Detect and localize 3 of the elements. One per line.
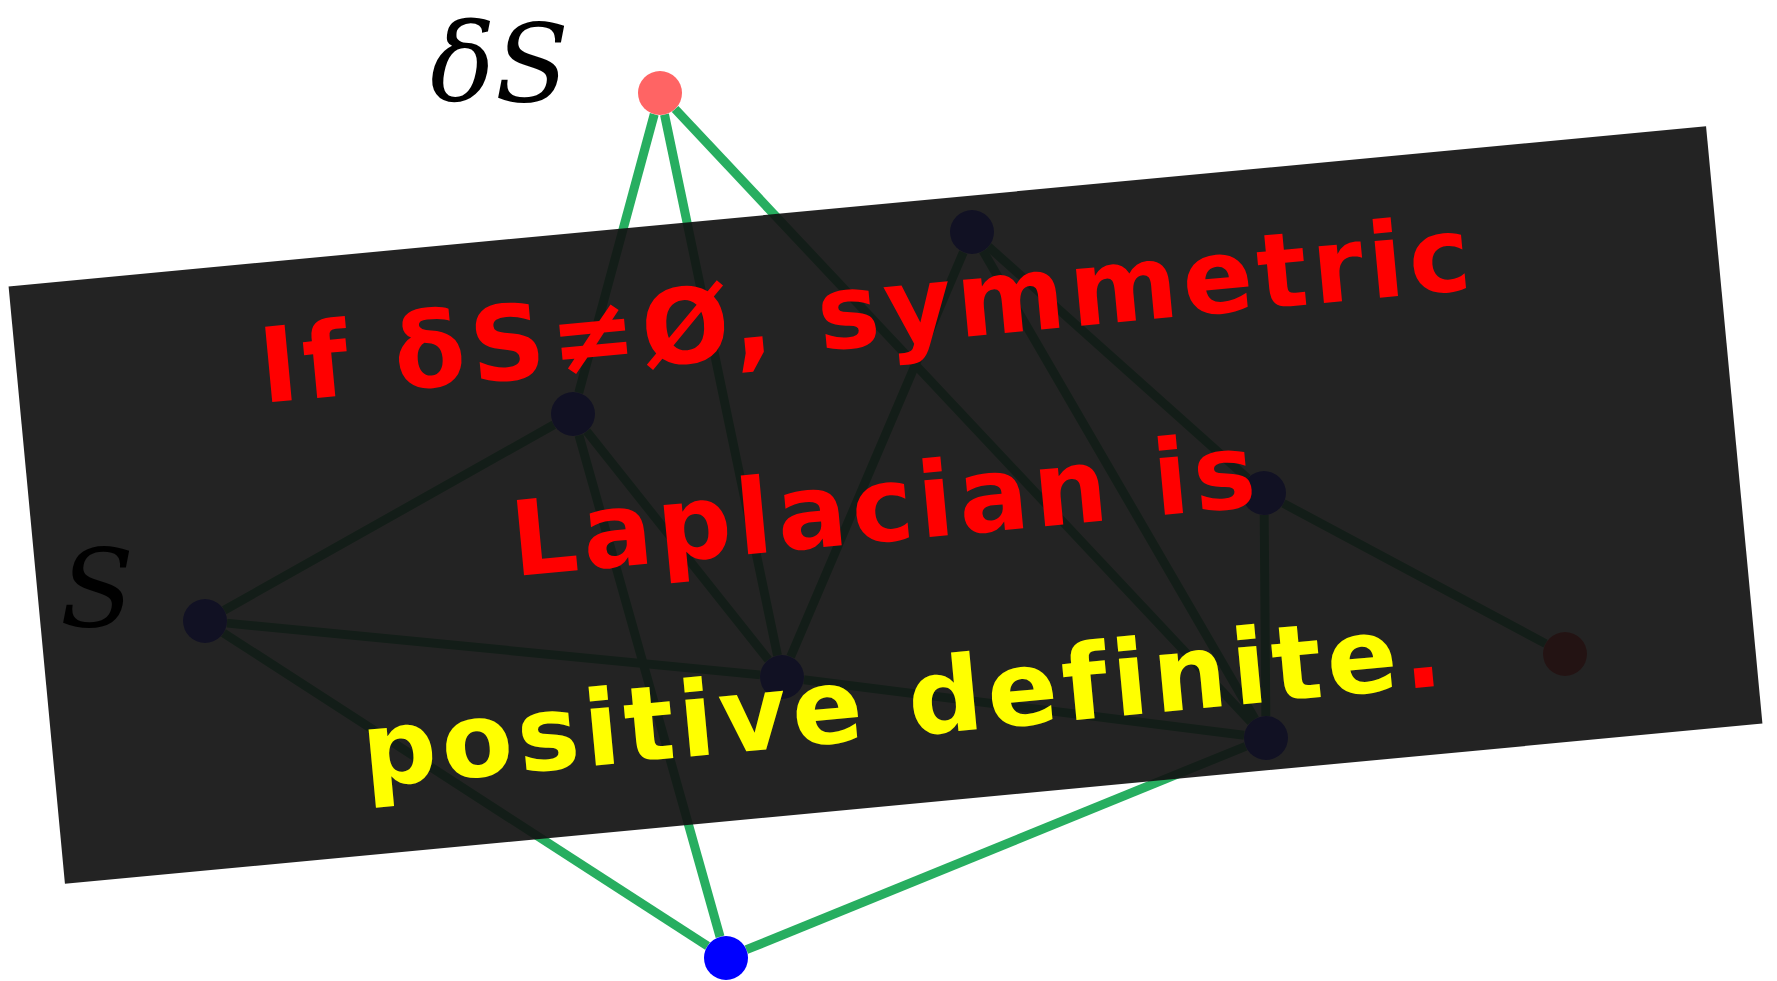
graph-vertex (638, 71, 682, 115)
graph-vertex (704, 936, 748, 980)
vertex-label: δS (430, 10, 569, 118)
